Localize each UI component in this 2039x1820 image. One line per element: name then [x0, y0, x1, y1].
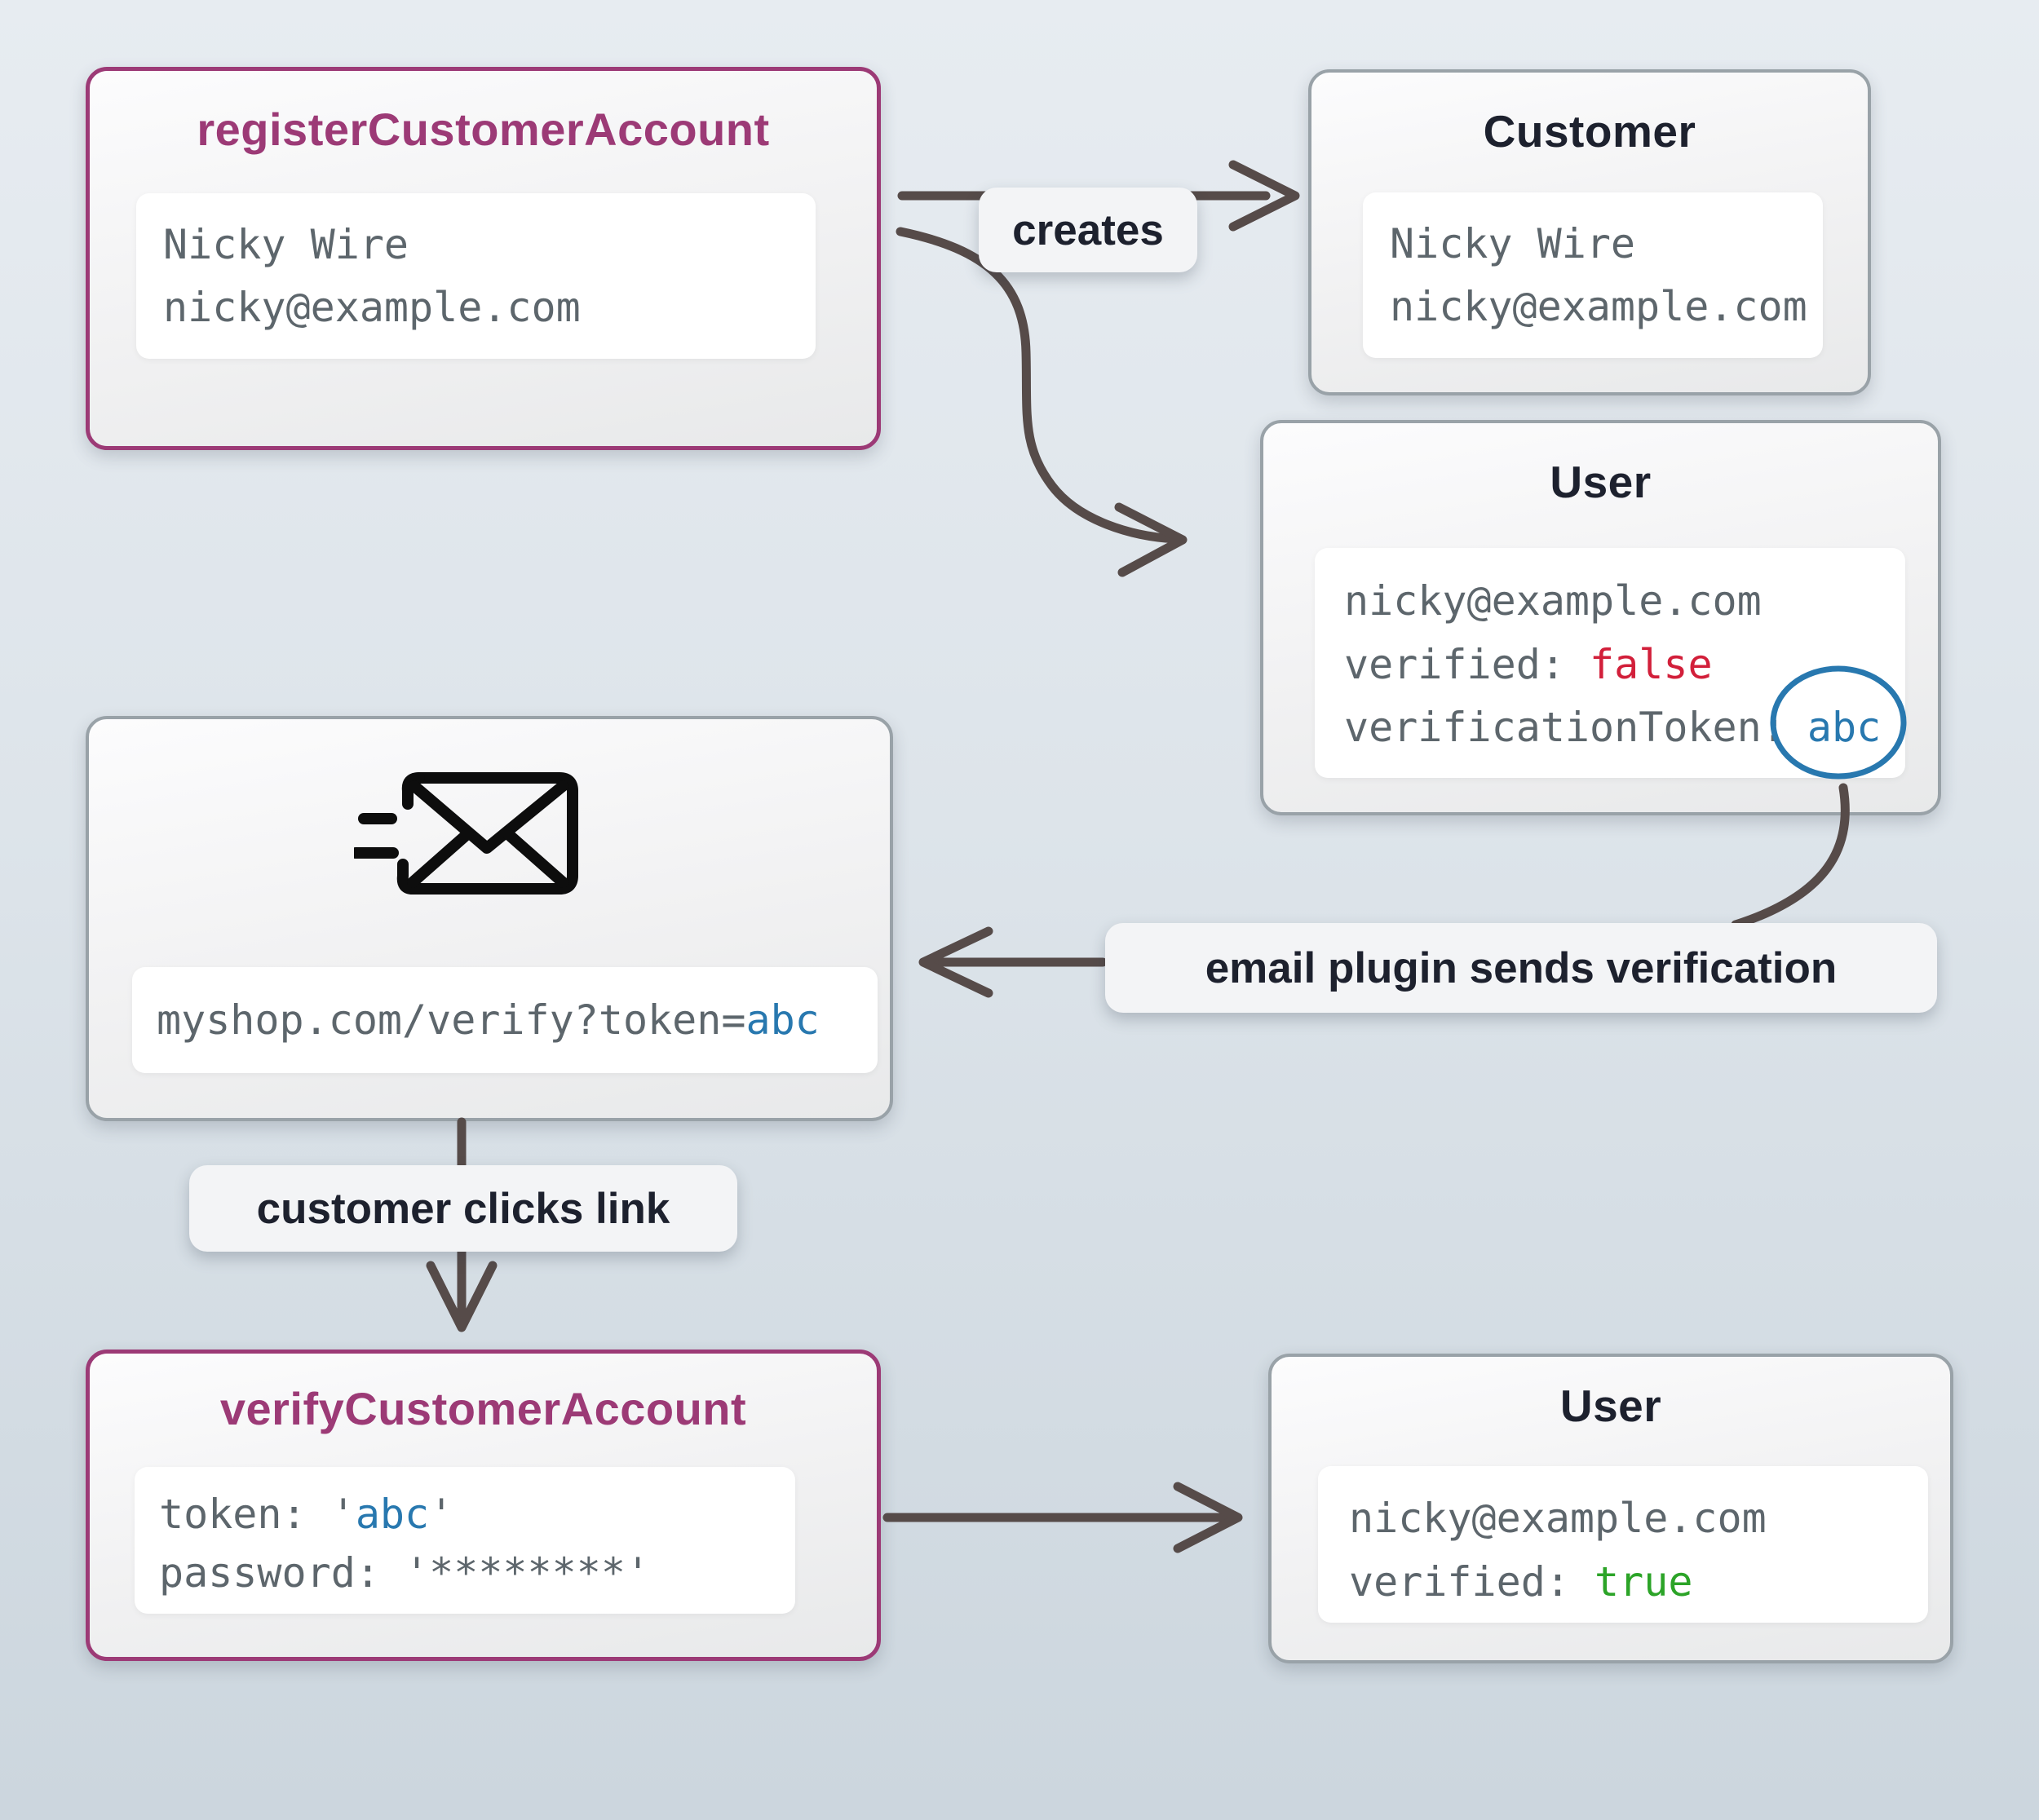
register-name: Nicky Wire: [163, 221, 409, 268]
email-plugin-arrowhead-icon: [918, 926, 993, 998]
verified-value-true: true: [1594, 1558, 1693, 1606]
creates-curved-arrow: [896, 227, 1181, 544]
send-email-icon: [350, 770, 590, 905]
creates-arrowhead-icon: [1228, 160, 1300, 232]
verification-token-label: verificationToken:: [1344, 704, 1786, 751]
customer-clicks-edge-label: customer clicks link: [189, 1165, 737, 1252]
customer-email: nicky@example.com: [1390, 283, 1807, 330]
verification-token-value: abc: [1807, 704, 1882, 751]
verified-label: verified:: [1344, 640, 1590, 688]
user-unverified-node-title: User: [1550, 457, 1652, 507]
verification-link: myshop.com/verify?token=abc: [132, 967, 878, 1073]
user-unverified-token-line: verificationToken: abc: [1344, 696, 1905, 760]
verify-node-title: verifyCustomerAccount: [219, 1383, 747, 1434]
user-verified-node: User nicky@example.com verified: true: [1268, 1354, 1953, 1663]
verify-token-line: token: 'abc': [159, 1485, 795, 1544]
verify-customer-account-node: verifyCustomerAccount token: 'abc' passw…: [86, 1350, 881, 1661]
verification-url-prefix: myshop.com/verify?token=: [157, 996, 746, 1044]
register-node-title: registerCustomerAccount: [197, 104, 770, 155]
user-unverified-node: User nicky@example.com verified: false v…: [1260, 420, 1941, 815]
user-unverified-node-body: nicky@example.com verified: false verifi…: [1315, 548, 1905, 778]
verified-label-2: verified:: [1349, 1558, 1595, 1606]
register-node-body: Nicky Wire nicky@example.com: [136, 193, 816, 359]
register-email: nicky@example.com: [163, 284, 581, 331]
user-unverified-verified-line: verified: false: [1344, 634, 1905, 697]
user-verified-email: nicky@example.com: [1349, 1495, 1767, 1542]
customer-clicks-arrowhead-icon: [426, 1261, 498, 1332]
verify-password-line: password: '********': [159, 1549, 651, 1597]
email-plugin-edge-label: email plugin sends verification: [1105, 923, 1937, 1013]
verified-value-false: false: [1590, 640, 1713, 688]
user-verified-verified-line: verified: true: [1349, 1550, 1928, 1614]
customer-node-title: Customer: [1483, 106, 1696, 157]
verify-token-value: abc: [355, 1491, 430, 1538]
creates-curved-arrowhead-icon: [1114, 502, 1188, 577]
user-unverified-email: nicky@example.com: [1344, 577, 1762, 625]
user-verified-node-body: nicky@example.com verified: true: [1318, 1466, 1928, 1623]
verification-url-token: abc: [745, 996, 820, 1044]
customer-node: Customer Nicky Wire nicky@example.com: [1308, 69, 1871, 395]
register-customer-account-node: registerCustomerAccount Nicky Wire nicky…: [86, 67, 881, 450]
verification-url-line: myshop.com/verify?token=abc: [157, 989, 878, 1051]
verify-token-suffix: ': [429, 1491, 454, 1538]
verify-to-user-arrowhead-icon: [1173, 1482, 1243, 1553]
creates-edge-label: creates: [979, 188, 1197, 272]
customer-name: Nicky Wire: [1390, 220, 1636, 267]
verify-token-prefix: token: ': [159, 1491, 356, 1538]
email-message-node: myshop.com/verify?token=abc: [86, 716, 893, 1121]
user-verified-node-title: User: [1559, 1380, 1662, 1431]
customer-node-body: Nicky Wire nicky@example.com: [1363, 192, 1823, 358]
verify-node-body: token: 'abc' password: '********': [135, 1467, 795, 1614]
